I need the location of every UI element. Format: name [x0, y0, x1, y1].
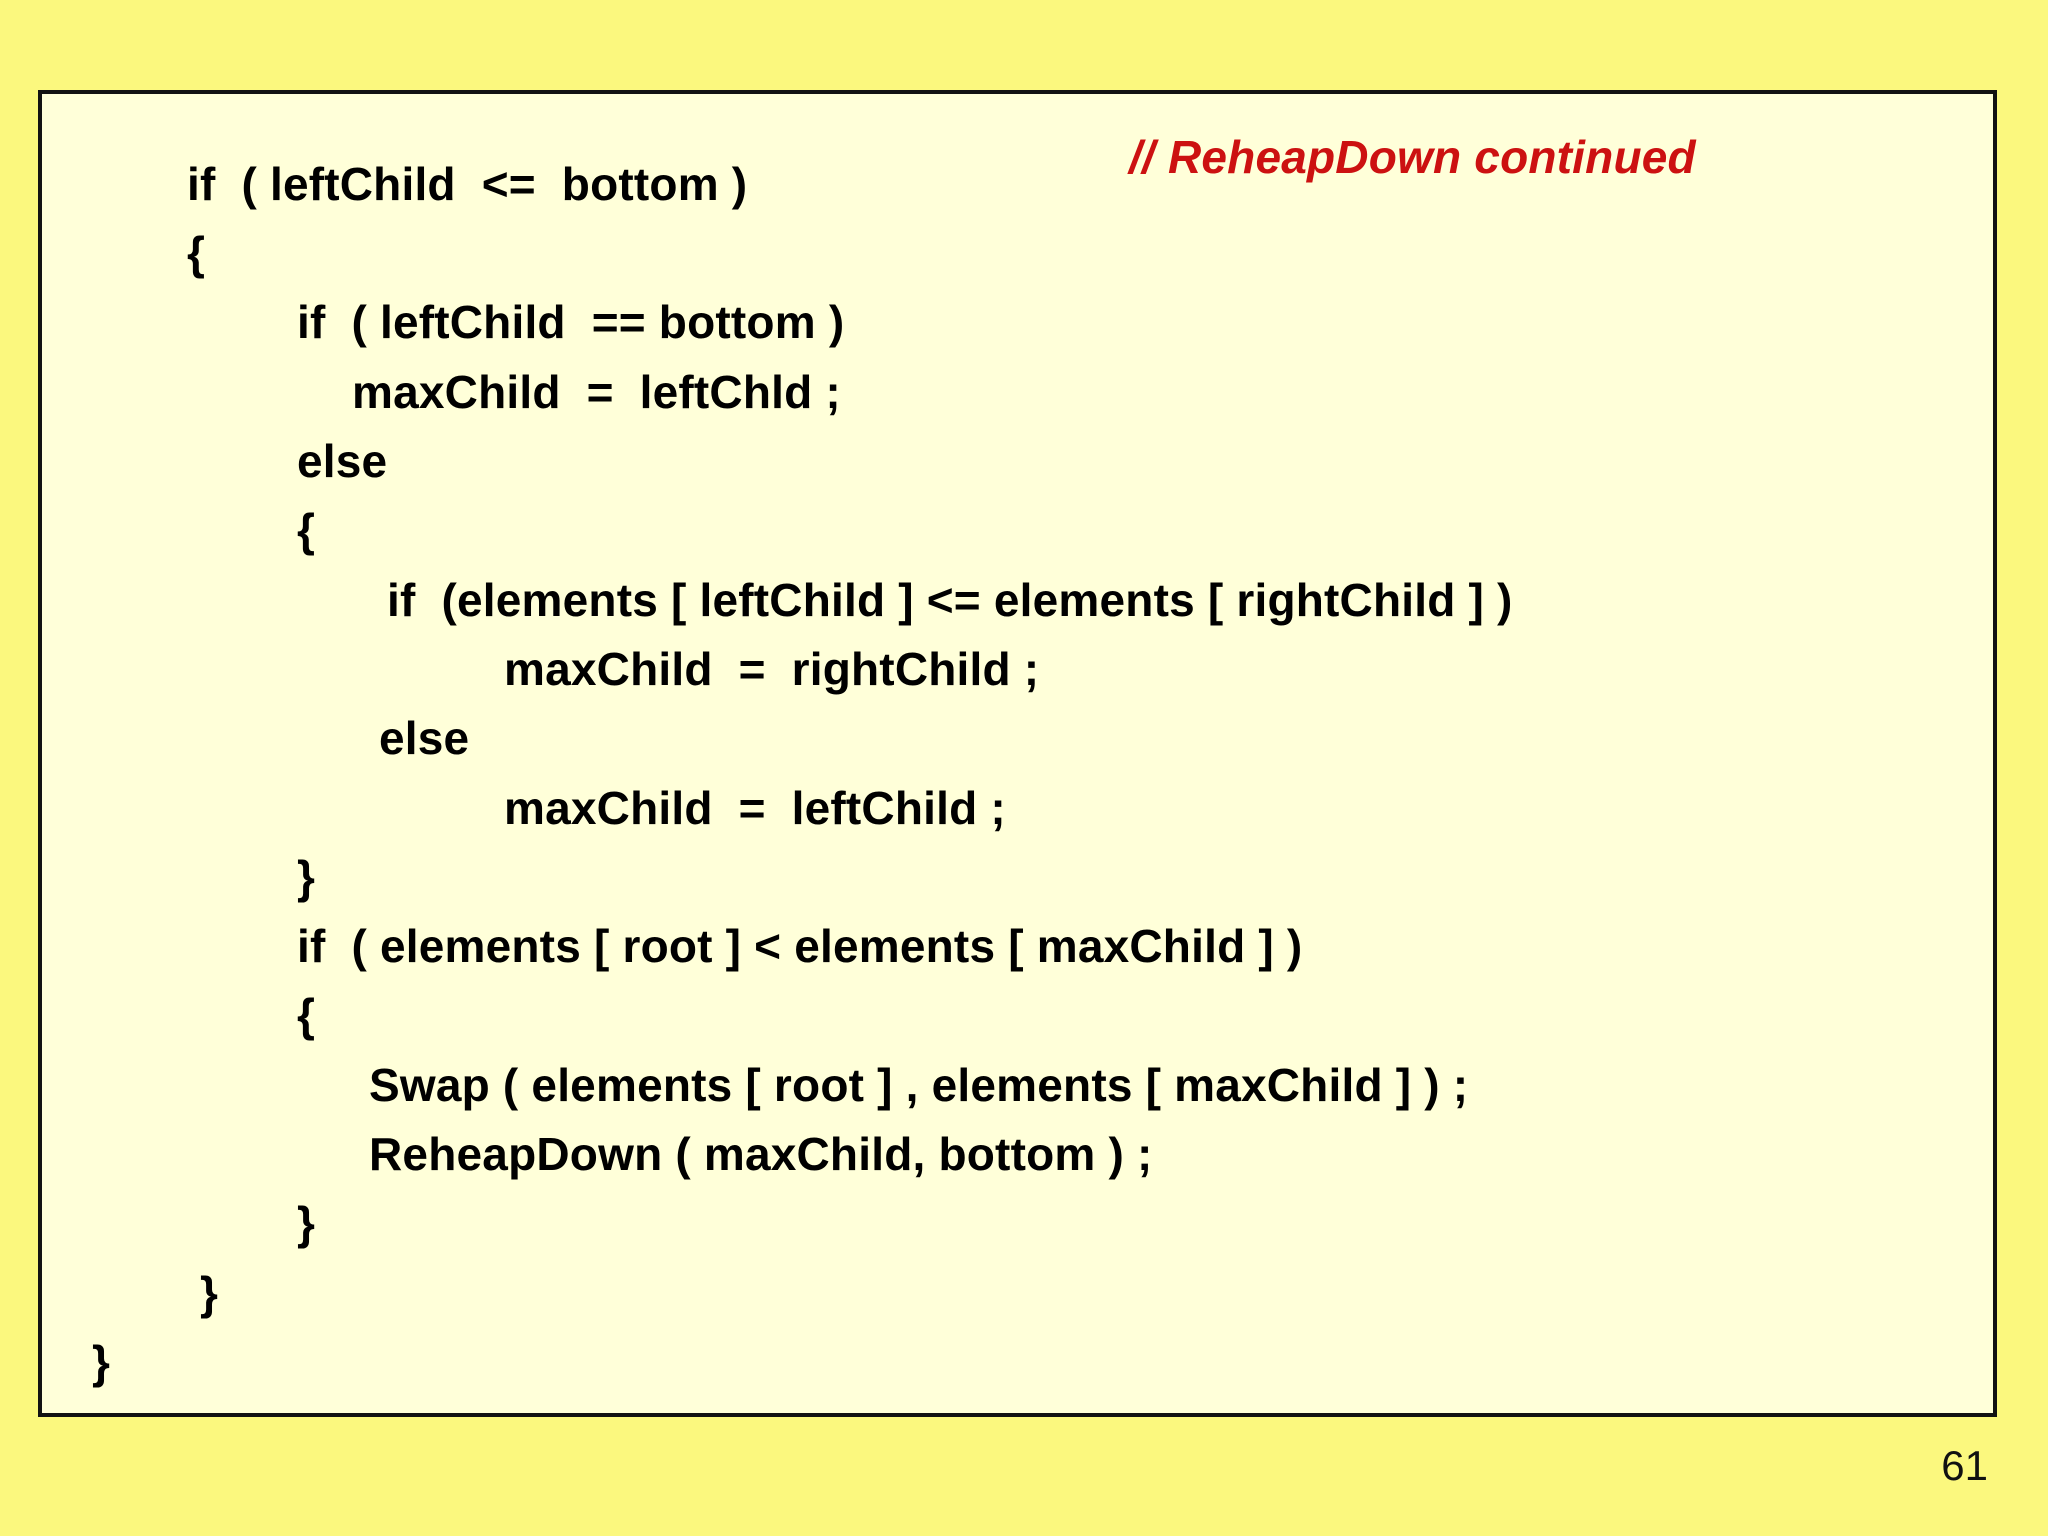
code-line: else [379, 712, 470, 764]
code-line: else [297, 435, 388, 487]
code-line: maxChild = leftChild ; [504, 782, 1006, 834]
code-line: if ( elements [ root ] < elements [ maxC… [297, 920, 1303, 972]
code-line: { [297, 989, 316, 1041]
code-line: maxChild = rightChild ; [504, 643, 1040, 695]
code-line: } [200, 1267, 219, 1319]
code-line: } [92, 1336, 111, 1388]
code-line: if ( leftChild == bottom ) [297, 296, 845, 348]
code-line: maxChild = leftChld ; [352, 366, 841, 418]
code-line: Swap ( elements [ root ] , elements [ ma… [369, 1059, 1469, 1111]
code-line: { [187, 227, 206, 279]
code-line: ReheapDown ( maxChild, bottom ) ; [369, 1128, 1153, 1180]
code-line: if (elements [ leftChild ] <= elements [… [387, 574, 1513, 626]
code-lines-container: if ( leftChild <= bottom ) { if ( leftChil… [42, 94, 1993, 1413]
code-comment: // ReheapDown continued [1129, 131, 1696, 183]
page-number: 61 [1941, 1442, 1988, 1489]
code-line: if ( leftChild <= bottom ) [187, 158, 748, 210]
code-listing-box: if ( leftChild <= bottom ) { if ( leftChil… [38, 90, 1997, 1417]
code-line: { [297, 504, 316, 556]
code-line: } [297, 1197, 316, 1249]
code-line: } [297, 851, 316, 903]
